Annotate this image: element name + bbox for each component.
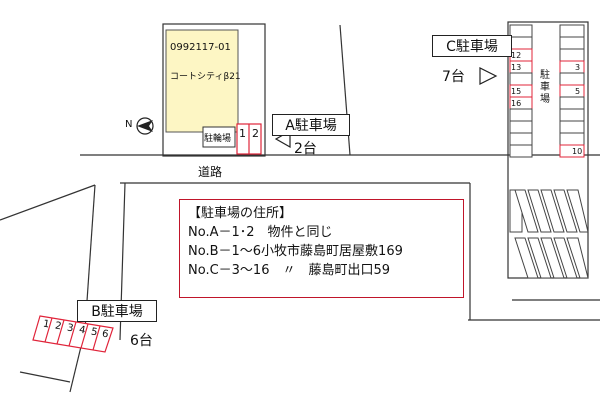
lot-c-arrow-icon: [479, 67, 498, 85]
lot-c-space-16: 16: [511, 99, 522, 108]
road-label: 道路: [198, 165, 223, 179]
lot-c-space-13: 13: [511, 63, 522, 72]
lot-c-title: C駐車場: [432, 35, 512, 57]
lot-c-space-12: 12: [511, 51, 522, 60]
address-line-b: No.B－1～6小牧市藤島町居屋敷169: [188, 244, 403, 259]
address-heading: 【駐車場の住所】: [188, 206, 293, 221]
lot-b-divider: [68, 321, 77, 347]
lot-c-space-5: 5: [575, 87, 581, 96]
building-name: コートシティβ21: [170, 72, 241, 82]
bike-parking-label: 駐輪場: [204, 134, 232, 144]
lot-c-count: 7台: [442, 69, 465, 85]
lot-b-title: B駐車場: [77, 300, 157, 322]
lot-a-space-2: 2: [252, 127, 259, 140]
lot-c-vertical-label: 駐車場: [540, 70, 550, 105]
building-footprint: [165, 29, 239, 133]
address-line-c: No.C－3～16 〃 藤島町出口59: [188, 263, 391, 278]
lot-a-space-1: 1: [239, 127, 246, 140]
building-code: 0992117-01: [170, 42, 231, 53]
lot-b-divider: [80, 323, 89, 349]
lot-c-space-15: 15: [511, 87, 522, 96]
address-info-box: 【駐車場の住所】 No.A－1･2 物件と同じ No.B－1～6小牧市藤島町居屋…: [179, 199, 464, 298]
lot-c-space-3: 3: [575, 63, 581, 72]
lot-a-title: A駐車場: [272, 114, 350, 136]
lot-b-spaces: [32, 315, 114, 353]
north-compass-icon: [136, 117, 154, 135]
lot-c-area: [507, 21, 589, 279]
lot-b-divider: [56, 319, 65, 345]
lot-a-count: 2台: [294, 141, 317, 157]
lot-c-angled-spaces: [509, 189, 589, 279]
bike-parking: [202, 126, 236, 148]
lot-a-spaces: [236, 123, 262, 155]
lot-b-divider: [44, 317, 53, 343]
lot-b-count: 6台: [130, 333, 153, 349]
compass-letter: N: [125, 119, 133, 130]
building: [162, 23, 266, 157]
lot-c-space-10: 10: [572, 147, 583, 156]
lot-b-divider: [92, 325, 101, 351]
address-line-a: No.A－1･2 物件と同じ: [188, 225, 333, 240]
